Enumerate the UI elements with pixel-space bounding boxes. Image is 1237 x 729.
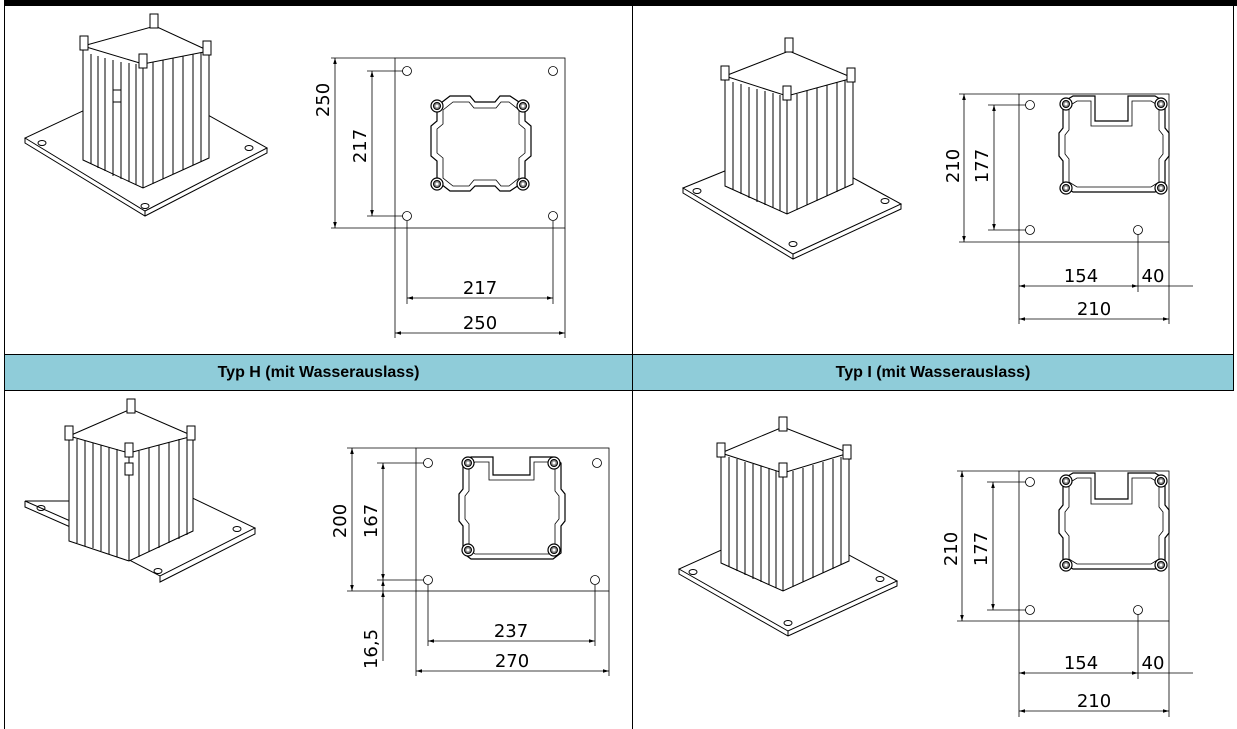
dim-width-inner: 217 (463, 278, 497, 299)
header-divider (632, 355, 633, 390)
dim-width-inner: 237 (494, 621, 528, 642)
baseplate-plan-view (394, 57, 566, 229)
dim-width-offset: 40 (1142, 266, 1165, 287)
row-divider-top (4, 354, 1234, 355)
dimension-lines (959, 93, 1193, 324)
drawing-bottom-right: 210 177 154 40 210 (677, 416, 1193, 717)
dimension-lines (957, 470, 1193, 717)
dim-offset: 16,5 (361, 629, 382, 669)
baseplate-plan-view (1018, 93, 1170, 243)
drawing-top-right: 210 177 154 40 210 (681, 37, 1193, 324)
header-right-border (1233, 355, 1234, 391)
header-typ-h: Typ H (mit Wasserauslass) (217, 364, 420, 381)
dim-width-outer: 250 (463, 313, 497, 334)
dimension-lines (347, 447, 610, 676)
table-left-border (4, 0, 5, 729)
header-band (5, 355, 1233, 390)
dim-width-inner: 154 (1064, 653, 1098, 674)
dim-height-inner: 177 (971, 532, 992, 566)
baseplate-plan-view (1018, 470, 1170, 622)
dim-height-inner: 167 (361, 504, 382, 538)
pedestal-iso-view (677, 416, 899, 637)
drawing-top-left: 250 217 217 250 (23, 13, 566, 338)
dim-height-outer: 210 (943, 149, 964, 183)
drawing-bottom-left: 200 167 16,5 237 270 (24, 398, 610, 676)
header-typ-i: Typ I (mit Wasserauslass) (835, 364, 1031, 381)
pedestal-iso-view (23, 13, 269, 217)
dim-width-inner: 154 (1064, 266, 1098, 287)
dim-height-inner: 217 (350, 129, 371, 163)
dim-width-outer: 210 (1077, 299, 1111, 320)
dim-height-outer: 210 (941, 532, 962, 566)
dim-height-outer: 250 (313, 83, 334, 117)
pedestal-iso-view (24, 398, 257, 583)
table-right-border (1233, 0, 1234, 355)
baseplate-plan-view (415, 447, 610, 592)
row-divider-bottom (4, 390, 1234, 391)
dim-width-outer: 210 (1077, 691, 1111, 712)
dim-width-outer: 270 (495, 651, 529, 672)
dim-width-offset: 40 (1142, 653, 1165, 674)
dim-height-inner: 177 (972, 149, 993, 183)
table-top-border (4, 0, 1237, 6)
dim-height-outer: 200 (330, 504, 351, 538)
dimension-lines (331, 57, 566, 338)
pedestal-iso-view (681, 37, 903, 260)
